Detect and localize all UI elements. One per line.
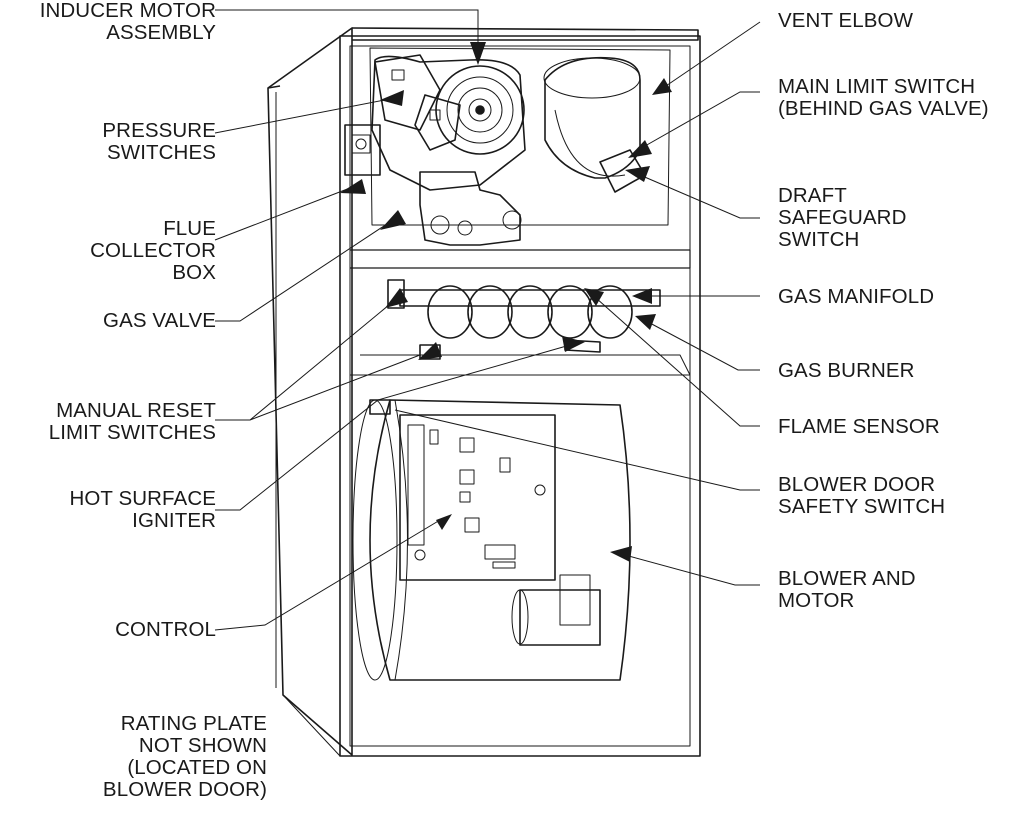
cabinet-top [351, 27, 699, 41]
leader-manualreset [215, 299, 421, 421]
arrow-manualreset-b [418, 342, 442, 360]
pressure-switches [374, 54, 461, 151]
label-inducer-motor-assembly: INDUCER MOTOR ASSEMBLY [39, 0, 216, 44]
blower-motor [511, 574, 601, 646]
arrow-igniter [562, 336, 585, 352]
inducer-housing [371, 55, 526, 191]
label-hot-surface-igniter: HOT SURFACE IGNITER [69, 487, 216, 532]
leader-flue [214, 187, 351, 241]
arrow-manualreset-a [385, 288, 408, 308]
label-gas-manifold: GAS MANIFOLD [778, 285, 935, 308]
label-draft-safeguard-switch: DRAFT SAFEGUARD SWITCH [778, 184, 907, 251]
arrow-manifold [632, 288, 652, 304]
arrow-flue [340, 179, 366, 194]
label-gas-valve: GAS VALVE [103, 309, 216, 332]
label-main-limit-switch: MAIN LIMIT SWITCH (BEHIND GAS VALVE) [778, 75, 989, 120]
leader-doorswitch [394, 409, 760, 491]
leader-inducer [215, 9, 479, 48]
leader-igniter [215, 344, 571, 511]
leader-draft [639, 174, 760, 219]
label-flame-sensor: FLAME SENSOR [778, 415, 940, 438]
arrow-pressure [380, 90, 404, 106]
control-board [399, 414, 556, 581]
label-blower-and-motor: BLOWER AND MOTOR [778, 567, 916, 612]
flue-collector-box [344, 124, 381, 176]
label-manual-reset-limit-switches: MANUAL RESET LIMIT SWITCHES [48, 399, 216, 444]
label-rating-plate: RATING PLATE NOT SHOWN (LOCATED ON BLOWE… [102, 712, 267, 801]
label-vent-elbow: VENT ELBOW [778, 9, 914, 32]
arrow-flame [584, 288, 604, 306]
leader-pressure [214, 97, 396, 134]
arrow-vent [652, 78, 672, 95]
arrow-draft [625, 166, 650, 182]
arrow-gasvalve [380, 210, 406, 230]
label-pressure-switches: PRESSURE SWITCHES [102, 119, 216, 164]
leader-vent [659, 21, 761, 91]
leader-mainlimit [637, 91, 760, 151]
arrow-control [436, 514, 452, 530]
arrow-burner [635, 314, 656, 330]
manual-reset-limit-switch-a [387, 279, 405, 309]
arrow-inducer [470, 42, 486, 65]
leader-burner [647, 321, 760, 371]
leader-control [214, 519, 441, 631]
arrow-blower [610, 546, 632, 562]
leader-blower [624, 554, 760, 586]
inducer-motor [435, 65, 525, 155]
cabinet-side-panel [267, 27, 353, 756]
label-blower-door-safety-switch: BLOWER DOOR SAFETY SWITCH [778, 473, 946, 518]
gas-manifold [399, 289, 661, 307]
arrow-mainlimit [628, 140, 652, 158]
blower-housing [369, 399, 631, 681]
label-gas-burner: GAS BURNER [778, 359, 915, 382]
leader-flame [595, 297, 760, 427]
vent-elbow [544, 56, 641, 179]
leader-gasvalve [215, 221, 391, 322]
gas-valve [419, 171, 521, 246]
label-flue-collector-box: FLUE COLLECTOR BOX [90, 217, 216, 284]
cabinet-front-frame [339, 35, 701, 757]
label-control: CONTROL [115, 618, 216, 641]
gas-burners [427, 285, 633, 339]
